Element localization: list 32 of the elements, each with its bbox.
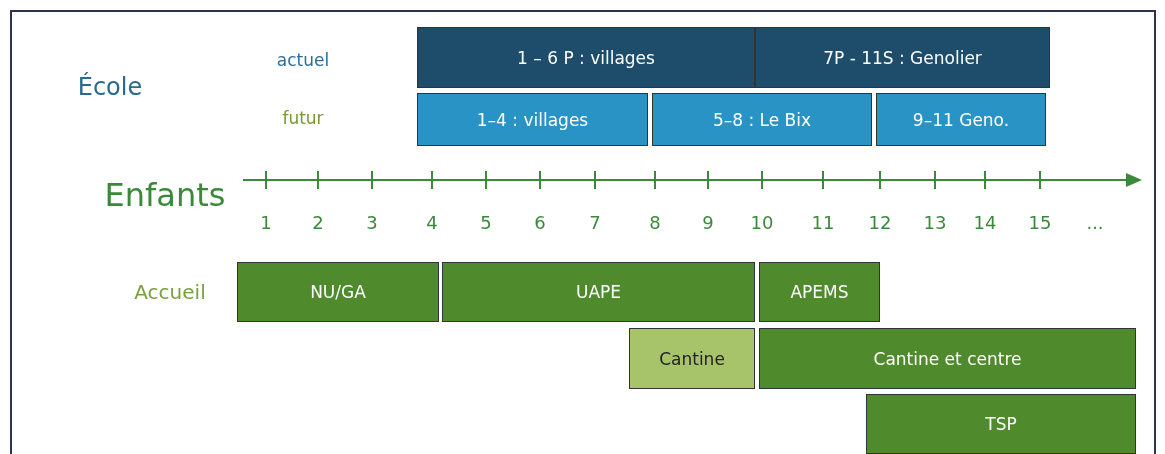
tick-label: 8 [649, 211, 661, 233]
care-bar: UAPE [442, 262, 755, 322]
row-label: actuel [276, 50, 330, 70]
tick-label: 2 [312, 211, 324, 233]
tick-label: 6 [534, 211, 546, 233]
school-bar: 5–8 : Le Bix [652, 93, 872, 146]
tick-label: 12 [868, 211, 892, 233]
tick-label: 11 [811, 211, 835, 233]
tick-label: 13 [923, 211, 947, 233]
care-bar: TSP [866, 394, 1136, 454]
tick-label: 7 [589, 211, 601, 233]
tick-label: 3 [366, 211, 378, 233]
school-bar: 7P - 11S : Genolier [755, 27, 1050, 88]
school-bar: 1 – 6 P : villages [417, 27, 755, 88]
row-label: Accueil [134, 280, 206, 304]
tick-label: 15 [1028, 211, 1052, 233]
school-bar: 9–11 Geno. [876, 93, 1046, 146]
care-bar: Cantine [629, 328, 755, 389]
care-bar: APEMS [759, 262, 880, 322]
tick-label: 4 [426, 211, 438, 233]
tick-label: 14 [973, 211, 997, 233]
row-label: futur [282, 108, 324, 128]
tick-label: ... [1086, 211, 1104, 233]
tick-label: 9 [702, 211, 714, 233]
school-bar: 1–4 : villages [417, 93, 648, 146]
tick-label: 10 [750, 211, 774, 233]
care-bar: NU/GA [237, 262, 439, 322]
row-label: École [77, 73, 143, 101]
axis-title: Enfants [104, 176, 226, 214]
tick-label: 1 [260, 211, 272, 233]
tick-label: 5 [480, 211, 492, 233]
care-bar: Cantine et centre [759, 328, 1136, 389]
